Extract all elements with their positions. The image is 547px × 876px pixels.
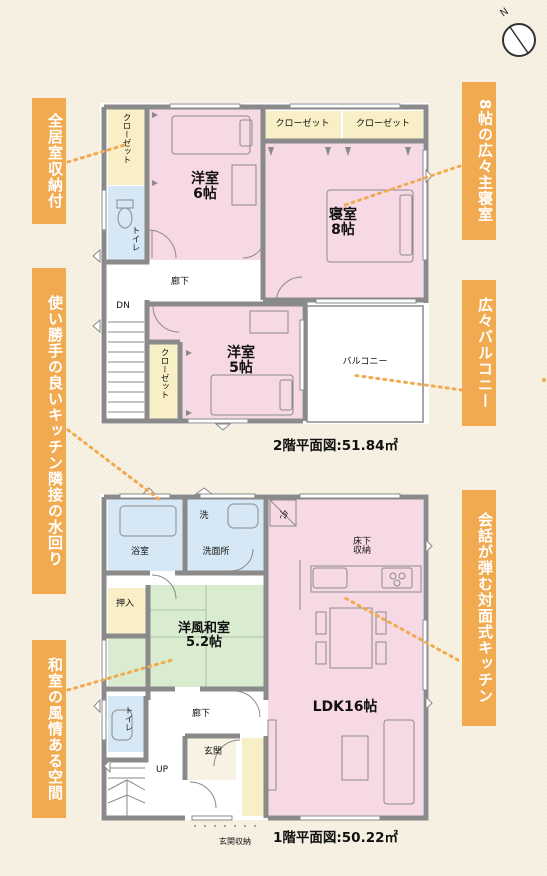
label-entrance: 玄関 (203, 747, 222, 757)
label-down: DN (116, 301, 130, 311)
callout-japanese: 和室の風情ある空間 (32, 640, 66, 818)
callout-balcony: 広々バルコニー (462, 280, 496, 426)
floor2-plan (92, 103, 433, 431)
label-oshiire: 押入 (115, 599, 134, 609)
callout-bedroom: 8帖の広々主寝室 (462, 82, 496, 240)
floor1-area: 1階平面図:50.22㎡ (273, 830, 398, 846)
balcony-area (306, 305, 424, 423)
floor1-plan (93, 487, 433, 827)
label-up: UP (155, 765, 168, 775)
room-bath (108, 499, 184, 571)
label-underfloor: 床下収納 (352, 537, 371, 557)
label-washroom: 洗面所 (202, 547, 230, 557)
room-entrance-storage (242, 738, 264, 816)
floor2-area: 2階平面図:51.84㎡ (273, 438, 398, 454)
stairs-2f (108, 321, 144, 413)
north-compass-icon: N (498, 6, 536, 57)
label-hallway-1f: 廊下 (191, 709, 210, 719)
callout-kitchen-water: 使い勝手の良いキッチン隣接の水回り (32, 268, 66, 594)
room-toilet-2f (108, 186, 146, 262)
label-closet-left-top: クローゼット (121, 113, 131, 164)
closet-bedroom-right (343, 111, 423, 140)
stairs-1f (107, 767, 146, 816)
closet-bedroom-left (264, 111, 341, 140)
label-closet-bedroom-right: クローゼット (355, 119, 410, 129)
room-bedroom-8 (264, 140, 423, 300)
room-western-5 (180, 306, 302, 422)
room-ldk (268, 498, 423, 816)
room-western-6 (147, 109, 262, 260)
label-ldk: LDK16帖 (312, 699, 378, 715)
callout-lines (66, 142, 464, 692)
closet-western-5 (146, 344, 181, 420)
label-toilet-2f: トイレ (130, 226, 140, 252)
label-closet-bedroom-left: クローゼット (275, 119, 330, 129)
callout-kitchen: 会話が弾む対面式キッチン (462, 490, 496, 726)
label-closet-western-5: クローゼット (159, 348, 169, 399)
callout-storage: 全居室収納付 (32, 98, 66, 224)
label-bath: 浴室 (130, 547, 149, 557)
label-toilet-1f: トイレ (123, 706, 133, 732)
room-entrance (188, 738, 236, 780)
room-oshiire (108, 588, 146, 636)
label-entrance-storage: 玄関収納 (219, 837, 251, 846)
room-washroom (186, 499, 265, 571)
label-wash-mark: 洗 (199, 511, 209, 521)
room-toilet-1f (108, 696, 144, 752)
label-fridge-mark: 冷 (279, 511, 289, 521)
label-balcony: バルコニー (342, 357, 388, 367)
label-hallway-2f: 廊下 (170, 277, 189, 287)
